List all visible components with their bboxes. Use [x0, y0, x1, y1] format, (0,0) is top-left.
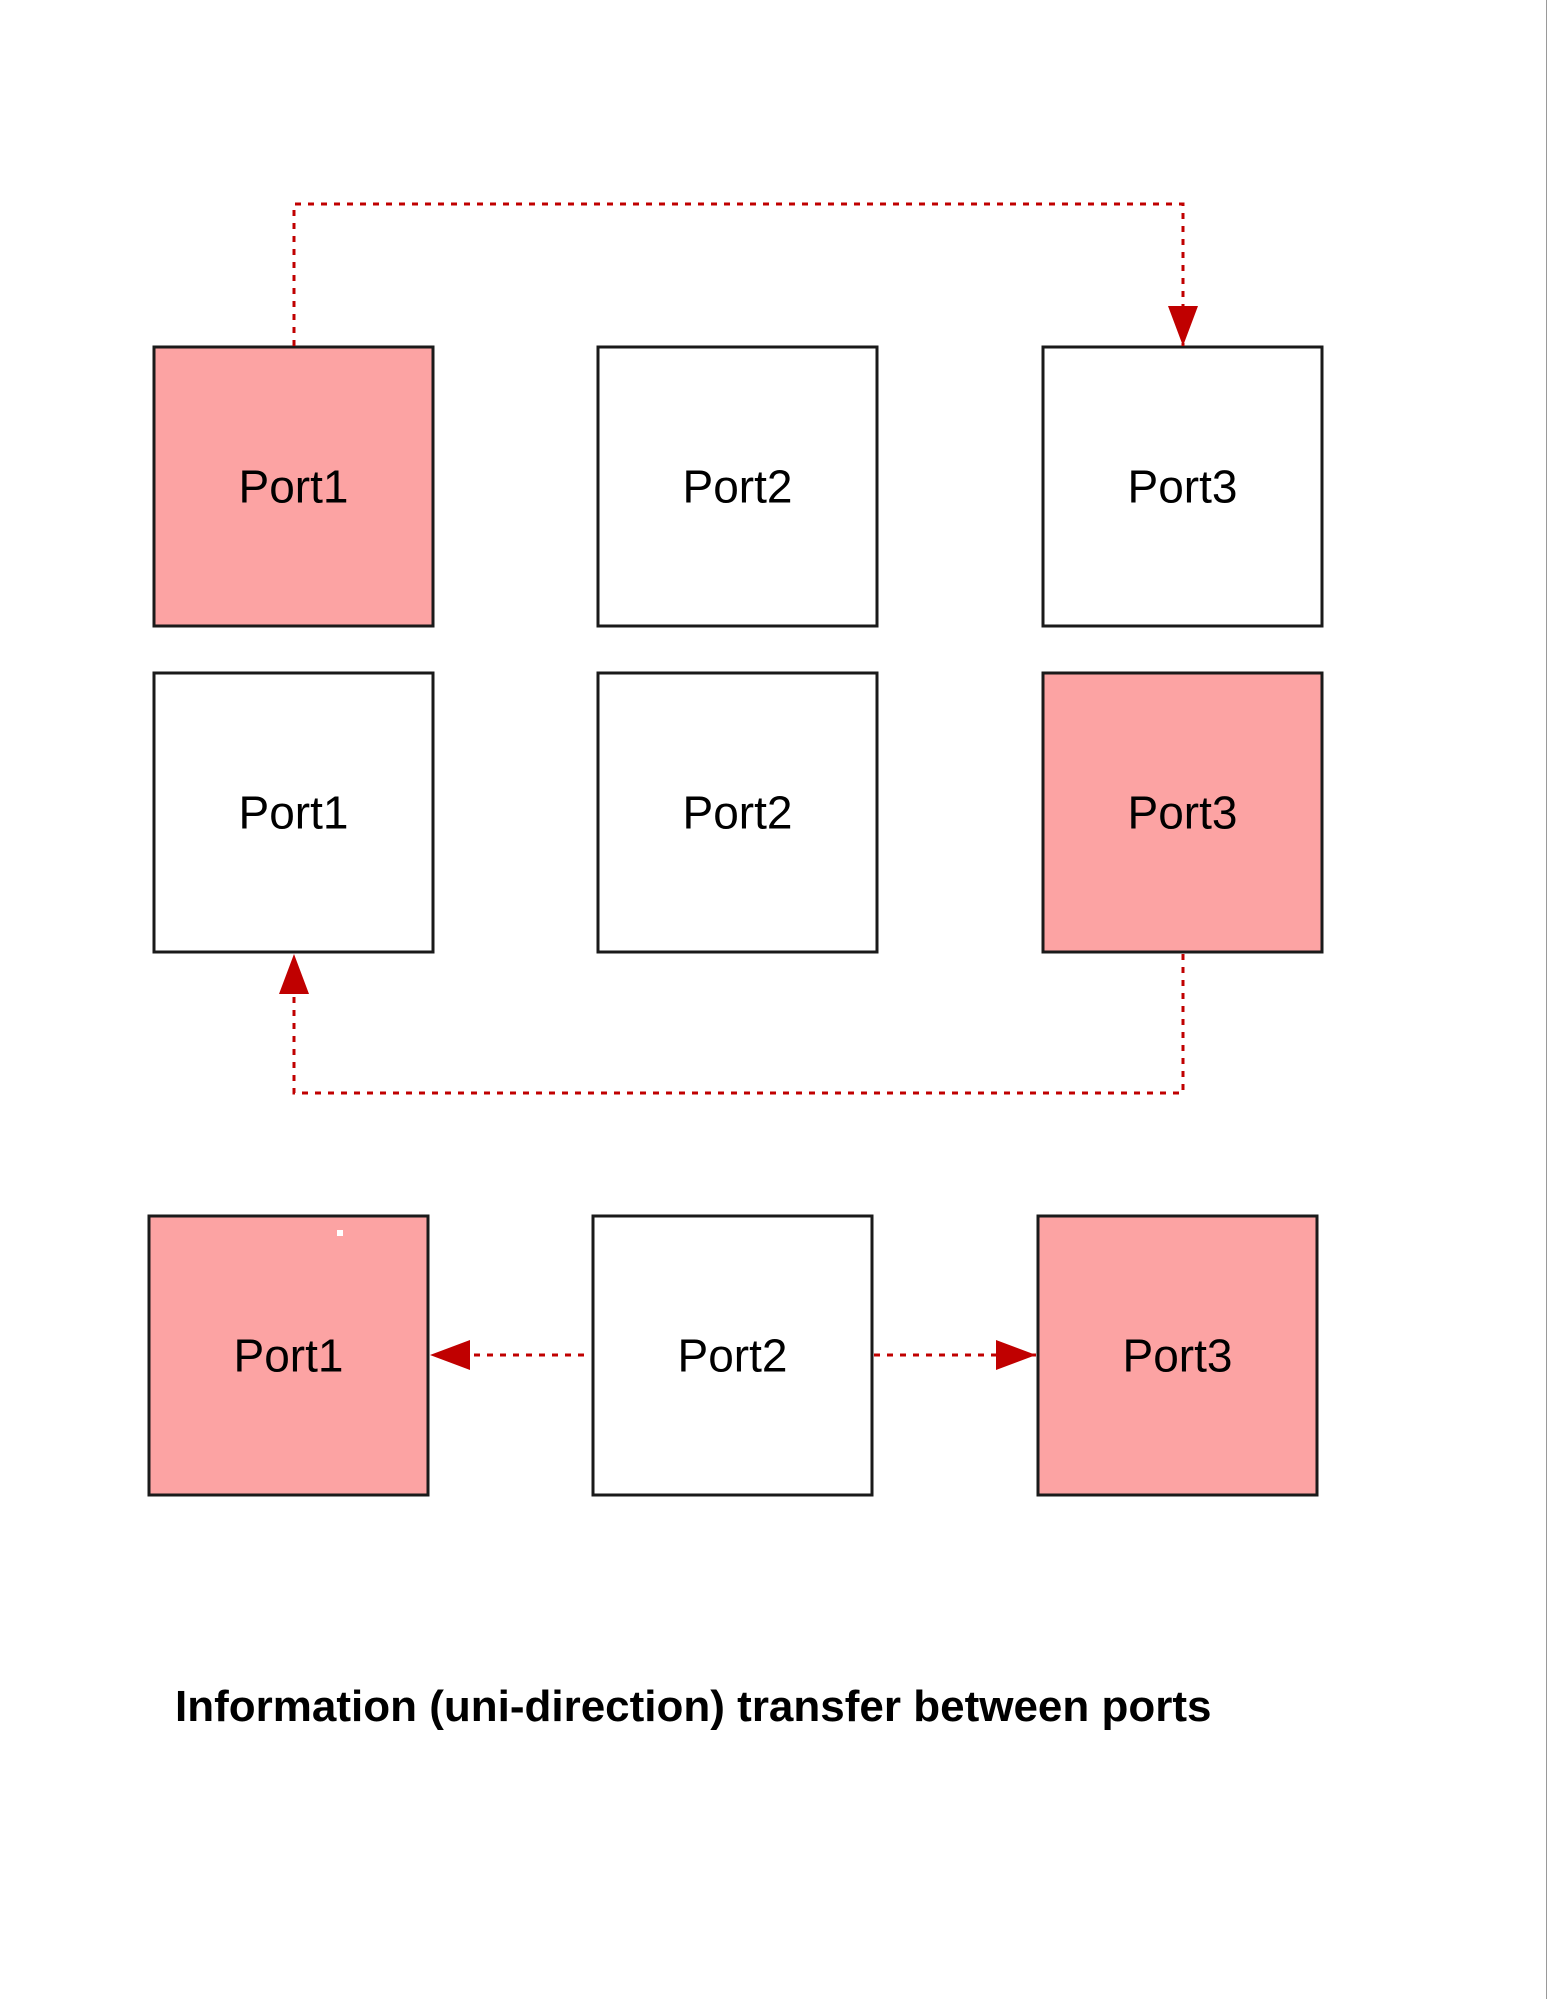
row-1-port2-box [596, 345, 879, 628]
row-3-port1-box [147, 1214, 430, 1497]
row-2-port3-box [1041, 671, 1324, 954]
row-3-group: Port1 Port2 Port3 [147, 1214, 1319, 1497]
row-1-port3-box [1041, 345, 1324, 628]
row-2-port2-box [596, 671, 879, 954]
row-3-port1-label: Port1 [234, 1330, 344, 1382]
row-2-transfer-arrow-port3-to-port1 [279, 954, 1185, 1095]
row-3-port3-label: Port3 [1123, 1330, 1233, 1382]
page-edge-line [1546, 0, 1547, 1999]
row-3-port3-box [1036, 1214, 1319, 1497]
row-2-port3-label: Port3 [1128, 787, 1238, 839]
row-1-port1-label: Port1 [239, 461, 349, 513]
row-2-port1-label: Port1 [239, 787, 349, 839]
diagram-caption: Information (uni-direction) transfer bet… [175, 1682, 1212, 1731]
row-1-port3-label: Port3 [1128, 461, 1238, 513]
row-2-port1-box [152, 671, 435, 954]
row-1-transfer-arrow-port1-to-port3 [292, 202, 1198, 346]
row-1-group: Port1 Port2 Port3 [152, 202, 1324, 628]
row-2-group: Port1 Port2 Port3 [152, 671, 1324, 1095]
row-1-port2-label: Port2 [683, 461, 793, 513]
row-3-port2-label: Port2 [678, 1330, 788, 1382]
row-2-port2-label: Port2 [683, 787, 793, 839]
row-3-port1-white-speck [337, 1230, 343, 1236]
row-1-port1-box [152, 345, 435, 628]
row-3-port2-box [591, 1214, 874, 1497]
